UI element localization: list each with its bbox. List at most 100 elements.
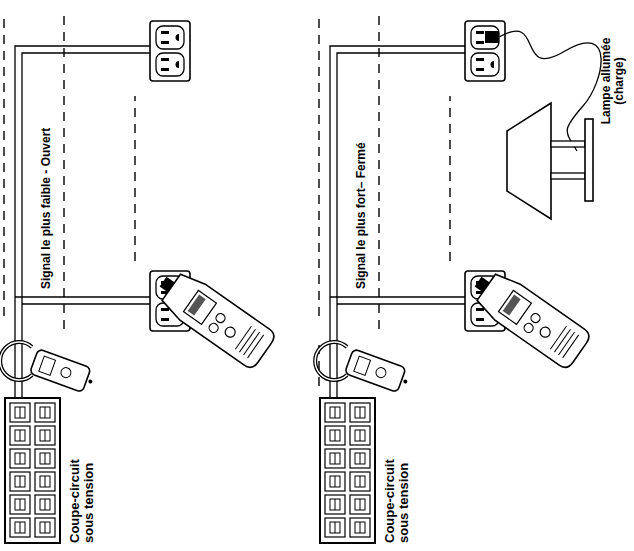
clamp-body	[345, 349, 412, 395]
breaker	[350, 518, 370, 537]
breaker-mark	[20, 476, 21, 487]
wire	[15, 296, 150, 297]
signal-title: Signal le plus fort– Fermé	[355, 142, 368, 289]
tester-screen	[503, 295, 521, 316]
slot	[161, 31, 169, 34]
breaker	[325, 403, 345, 422]
breaker	[325, 426, 345, 445]
breaker-mark	[45, 430, 46, 441]
slot	[476, 68, 484, 71]
lamp-stem	[551, 173, 585, 179]
receptacle	[156, 26, 184, 49]
breaker-mark	[20, 407, 21, 418]
breaker	[10, 472, 30, 491]
breaker-mark	[360, 453, 361, 464]
breaker-switch	[330, 522, 340, 533]
breaker-mark	[335, 407, 336, 418]
tester-case	[159, 269, 278, 370]
breaker-switch	[15, 453, 25, 464]
receptacle	[156, 53, 184, 76]
wire	[22, 303, 150, 304]
wire	[330, 296, 465, 297]
lamp-stem	[551, 141, 585, 147]
breaker	[10, 426, 30, 445]
breaker-switch	[355, 522, 365, 533]
breaker	[10, 518, 30, 537]
clamp-lead	[88, 379, 93, 384]
slot	[161, 308, 169, 311]
breaker-switch	[355, 407, 365, 418]
ground-hole	[176, 34, 179, 41]
lamp	[485, 31, 601, 219]
breaker-switch	[330, 453, 340, 464]
breaker-switch	[355, 499, 365, 510]
breaker-panel	[5, 398, 60, 543]
tester-display	[183, 290, 216, 324]
breaker	[325, 472, 345, 491]
clamp-meter	[0, 342, 97, 394]
breaker-switch	[40, 453, 50, 464]
lamp-plug	[485, 31, 499, 43]
wire-run	[330, 46, 465, 398]
tester-button	[538, 325, 552, 339]
duplex-outlet	[465, 21, 505, 81]
outlet-plate	[150, 21, 190, 81]
breaker	[35, 518, 55, 537]
breaker-switch	[40, 430, 50, 441]
circuit-tester	[150, 264, 277, 371]
breaker-mark	[20, 453, 21, 464]
wire	[15, 46, 150, 398]
wire	[337, 303, 465, 304]
breaker-mark	[45, 476, 46, 487]
slot	[476, 31, 484, 34]
breaker-mark	[20, 522, 21, 533]
tester-case	[474, 269, 593, 370]
receptacle	[471, 26, 499, 49]
clamp-dial	[375, 366, 388, 379]
breaker	[35, 426, 55, 445]
circuit-tester	[465, 264, 592, 371]
lamp-base	[585, 119, 593, 201]
breaker-switch	[40, 476, 50, 487]
clamp-jaw	[0, 342, 32, 380]
breaker-switch	[15, 499, 25, 510]
tester-screen	[188, 295, 206, 316]
tester-button	[529, 312, 542, 325]
clamp-case	[345, 349, 407, 393]
breaker-switch	[330, 476, 340, 487]
clamp-dial	[60, 366, 73, 379]
slot	[476, 58, 484, 61]
breaker-mark	[360, 499, 361, 510]
breaker-switch	[40, 522, 50, 533]
clamp-display	[354, 356, 371, 375]
lamp-shade	[507, 103, 551, 219]
breaker-switch	[330, 499, 340, 510]
breaker	[325, 495, 345, 514]
clamp-body	[30, 349, 97, 395]
breaker	[35, 403, 55, 422]
breaker-mark	[335, 430, 336, 441]
clamp-display	[39, 356, 56, 375]
clamp-meter	[315, 342, 412, 394]
breaker-mark	[20, 430, 21, 441]
breaker	[325, 449, 345, 468]
clamp-jaw	[315, 342, 347, 380]
tester-button	[214, 312, 227, 325]
breaker-switch	[40, 407, 50, 418]
slot	[161, 68, 169, 71]
outlet-plate	[465, 21, 505, 81]
breaker	[350, 495, 370, 514]
tester-button	[522, 322, 535, 335]
breaker-mark	[335, 522, 336, 533]
breaker-mark	[360, 522, 361, 533]
breaker	[35, 472, 55, 491]
breaker-switch	[15, 407, 25, 418]
slot	[476, 41, 484, 44]
breaker-switch	[15, 522, 25, 533]
clamp-case	[30, 349, 92, 393]
slot	[476, 318, 484, 321]
breaker-switch	[355, 430, 365, 441]
breaker	[35, 449, 55, 468]
ground-hole	[491, 61, 494, 68]
